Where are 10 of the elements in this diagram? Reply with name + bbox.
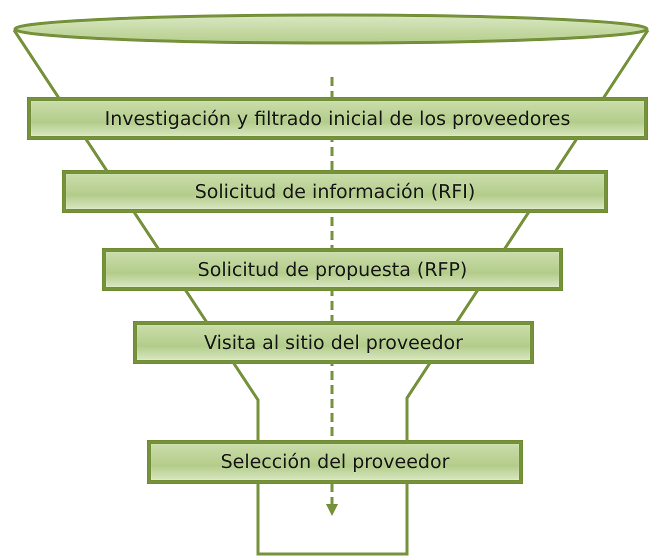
stage-label: Selección del proveedor bbox=[220, 451, 450, 473]
stage-box bbox=[62, 170, 608, 213]
stage-box bbox=[133, 321, 534, 364]
stage-label: Solicitud de información (RFI) bbox=[194, 180, 476, 202]
stage-box bbox=[147, 440, 523, 484]
stage-label: Investigación y filtrado inicial de los proveedores bbox=[104, 108, 570, 130]
stage-label: Visita al sitio del proveedor bbox=[204, 332, 463, 354]
stage-box bbox=[27, 97, 648, 140]
stage-box bbox=[102, 248, 563, 291]
stage-label: Solicitud de propuesta (RFP) bbox=[198, 258, 468, 280]
